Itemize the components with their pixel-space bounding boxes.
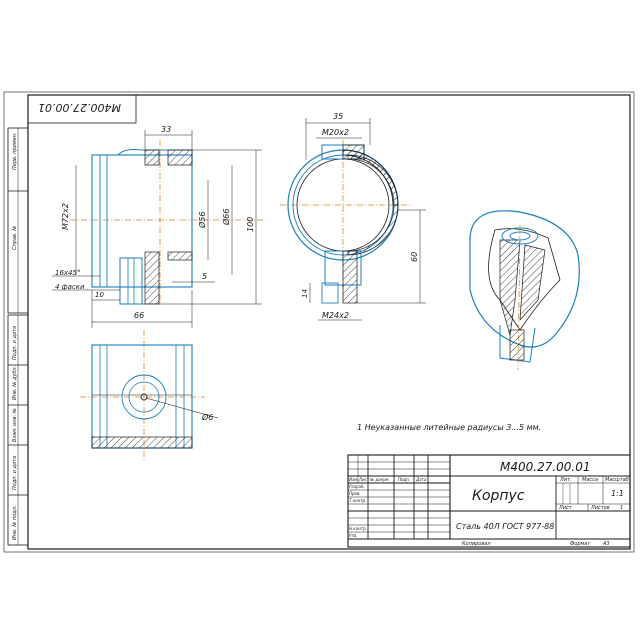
title-material: Сталь 40Л ГОСТ 977-88 <box>456 522 554 531</box>
side-stamp-6: Подп. и дата <box>12 456 18 490</box>
title-sheet-label: Лист <box>558 505 573 511</box>
title-copied-label: Копировал <box>462 541 491 547</box>
title-format-label: Формат <box>570 541 591 547</box>
dim-m24: M24x2 <box>322 311 349 320</box>
title-row-doc: № докум. <box>369 477 390 482</box>
dim-14: 14 <box>301 289 309 298</box>
front-view <box>52 130 265 328</box>
title-header-scale: Масштаб <box>605 477 629 483</box>
side-stamp-5: Взам. инв. № <box>12 408 18 442</box>
side-stamp-2: Справ. № <box>12 226 18 250</box>
technical-note: 1 Неуказанные литейные радиусы 3...5 мм. <box>357 423 541 432</box>
dim-16x45: 16x45° <box>55 269 80 277</box>
title-part-name: Корпус <box>472 488 525 504</box>
title-scale-value: 1:1 <box>611 489 624 498</box>
side-stamp-3: Подп. и дата <box>12 326 18 360</box>
side-stamp-1: Перв. примен. <box>12 132 18 170</box>
title-header-mass: Масса <box>582 477 598 483</box>
dim-4-chamfers: 4 фаски <box>55 283 85 291</box>
title-role-3: Т.контр. <box>349 498 366 503</box>
dim-m20: M20x2 <box>322 128 349 137</box>
title-role-5: Н.контр. <box>349 526 367 531</box>
dim-35: 35 <box>333 112 343 121</box>
sheet-outer-frame <box>3 91 635 553</box>
side-view <box>280 118 426 321</box>
isometric-view <box>469 210 580 371</box>
top-designation-block: М400.27.00.01 <box>27 94 137 124</box>
dim-33: 33 <box>161 125 171 134</box>
title-row-list: Лист <box>358 477 370 482</box>
title-row-sign: Подп. <box>398 477 410 482</box>
side-stamp-4: Инв. № дубл. <box>12 366 18 400</box>
title-sheets-label: Листов <box>590 505 610 511</box>
dim-d6: Ø6 <box>201 412 213 422</box>
title-role-6: Утв. <box>349 533 357 538</box>
dim-100: 100 <box>246 217 255 232</box>
dim-m72: M72x2 <box>61 203 70 230</box>
title-row-izm: Изм. <box>349 477 358 482</box>
title-role-2: Пров. <box>349 491 361 496</box>
title-row-date: Дата <box>415 477 427 482</box>
side-stamp-7: Инв. № подл. <box>12 506 18 541</box>
side-stamp-column: Перв. примен. Справ. № Подп. и дата Инв.… <box>7 127 29 546</box>
dim-10: 10 <box>95 291 104 299</box>
title-format-value: А3 <box>602 541 610 547</box>
dim-5: 5 <box>202 272 207 281</box>
dim-66: 66 <box>134 311 144 320</box>
dim-d56: Ø56 <box>197 212 207 229</box>
title-sheets-count: 1 <box>620 505 623 511</box>
top-view <box>80 330 219 460</box>
title-header-lit: Лит. <box>559 477 572 483</box>
dim-d66: Ø66 <box>221 209 231 226</box>
dim-60: 60 <box>410 252 419 262</box>
top-designation: М400.27.00.01 <box>38 101 121 114</box>
title-role-1: Разраб. <box>349 484 365 489</box>
title-designation: М400.27.00.01 <box>500 460 591 474</box>
title-block <box>347 454 631 548</box>
